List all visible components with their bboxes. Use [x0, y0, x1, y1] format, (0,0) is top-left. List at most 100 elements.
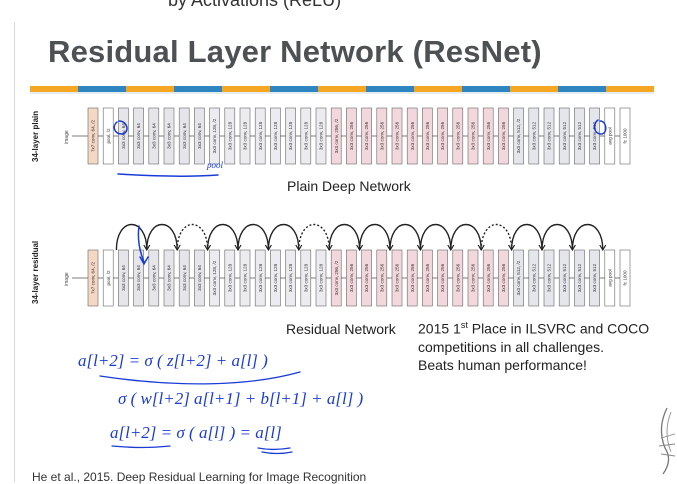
layer-label: 3x3 conv, 512: [562, 263, 567, 292]
skip-connection-arc: [237, 223, 270, 251]
skip-connection-arc: [450, 223, 482, 251]
layer-label: 3x3 conv, 256: [471, 121, 476, 150]
ink-stroke: [593, 119, 607, 135]
ink-stroke: [257, 447, 291, 451]
layer-label: pool, /2: [106, 270, 111, 286]
layer-label: pool, /2: [106, 128, 111, 144]
layer-label: 3x3 conv, 256: [501, 263, 506, 292]
note-line-3: Beats human performance!: [418, 356, 587, 373]
layer-label: 3x3 conv, 256: [379, 263, 384, 292]
layer-label: 3x3 conv, 256: [471, 263, 476, 292]
ilsvrc-note: 2015 1st Place in ILSVRC and COCO compet…: [418, 316, 649, 374]
layer-label: 3x3 conv, 256: [440, 263, 445, 292]
layer-label: 3x3 conv, 128: [303, 263, 308, 292]
layer-label: 3x3 conv, 512: [547, 121, 552, 150]
layer-label: 3x3 conv, 512: [577, 121, 582, 150]
handwritten-equation: a[l+2] = σ ( a[l] ) = a[l]: [110, 423, 282, 442]
note-line-1-suffix: Place in ILSVRC and COCO: [467, 320, 650, 337]
skip-connection-arc: [571, 223, 604, 251]
color-bar-segment: [78, 86, 126, 92]
layer-label: 3x3 conv, 256: [349, 121, 354, 150]
layer-label: 3x3 conv, 256: [425, 263, 430, 292]
layer-label: 3x3 conv, 128: [243, 263, 248, 292]
skip-connection-arc: [146, 223, 178, 251]
layer-label: 3x3 conv, 256: [395, 263, 400, 292]
skip-connection-arc: [328, 223, 361, 251]
plain-network-caption: Plain Deep Network: [287, 178, 411, 194]
skip-connection-arc: [267, 223, 300, 251]
skip-arrowhead: [599, 244, 607, 252]
layer-label: 3x3 conv, 256: [455, 263, 460, 292]
skip-connections: [115, 223, 607, 252]
layer-box: [619, 107, 631, 165]
layer-label: 3x3 conv, 256, /2: [334, 118, 339, 153]
input-image-label: image: [64, 130, 70, 144]
layer-label: 7x7 conv, 64, /2: [91, 120, 96, 153]
color-bar-segment: [558, 86, 606, 92]
layer-label: 3x3 conv, 128: [288, 121, 293, 150]
layer-label: 7x7 conv, 64, /2: [91, 262, 96, 295]
layer-label: 3x3 conv, 128: [288, 263, 293, 292]
layer-label: 3x3 conv, 256: [501, 121, 506, 150]
skip-connection-arc: [298, 223, 330, 251]
color-bar-segment: [366, 86, 414, 92]
note-superscript: st: [460, 320, 468, 330]
layer-label: 3x3 conv, 256: [425, 121, 430, 150]
layer-label: 3x3 conv, 64: [136, 265, 141, 291]
layer-label: 3x3 conv, 512: [592, 121, 597, 150]
layer-label: 3x3 conv, 128: [273, 263, 278, 292]
layer-label: 3x3 conv, 512: [592, 263, 597, 292]
ink-stroke: [261, 451, 293, 455]
ink-stroke: [111, 445, 171, 449]
layer-label: 3x3 conv, 256: [364, 263, 369, 292]
layer-label: 3x3 conv, 256: [364, 121, 369, 150]
layer-label: 3x3 conv, 256, /2: [334, 260, 339, 295]
layer-label: fc 1000: [623, 270, 628, 286]
corner-figure-icon: [658, 407, 676, 475]
layer-label: 3x3 conv, 64: [151, 123, 156, 149]
title-color-bar: [30, 86, 654, 92]
color-bar-segment: [30, 86, 78, 92]
layer-label: 3x3 conv, 256: [410, 263, 415, 292]
layer-label: 3x3 conv, 64: [121, 123, 126, 149]
layer-label: 3x3 conv, 256: [379, 121, 384, 150]
layer-label: 3x3 conv, 256: [349, 263, 354, 292]
note-line-2: competitions in all challenges.: [418, 338, 604, 355]
skip-connection-arc: [419, 223, 452, 251]
layer-label: 3x3 conv, 256: [440, 121, 445, 150]
layer-label: 3x3 conv, 128: [319, 121, 324, 150]
previous-slide-text: by Activations (ReLU): [168, 0, 342, 10]
handwriting-layer: pool a[l+2] = σ ( z[l+2] + a[l] ) σ ( w[l+…: [78, 119, 607, 455]
pool-annotation: pool: [206, 160, 224, 170]
ink-stroke: [99, 371, 301, 385]
layer-label: 3x3 conv, 64: [151, 265, 156, 291]
citation: He et al., 2015. Deep Residual Learning …: [32, 470, 367, 484]
layer-label: 3x3 conv, 512, /2: [516, 118, 521, 153]
residual-side-label: 34-layer residual: [31, 241, 40, 304]
color-bar-segment: [222, 86, 270, 92]
layer-label: avg pool: [607, 269, 612, 286]
layer-label: 3x3 conv, 128: [227, 263, 232, 292]
skip-connection-arc: [541, 223, 574, 251]
ink-stroke: [117, 173, 219, 177]
layer-label: 3x3 conv, 128: [227, 121, 232, 150]
layer-label: 3x3 conv, 128: [303, 121, 308, 150]
layer-label: 3x3 conv, 128: [273, 121, 278, 150]
slide-title: Residual Layer Network (ResNet): [48, 34, 542, 69]
layer-label: 3x3 conv, 256: [395, 121, 400, 150]
residual-network-row: 34-layer residual image 7x7 conv, 64, /2 po…: [31, 241, 631, 307]
handwritten-equation: a[l+2] = σ ( z[l+2] + a[l] ): [78, 351, 268, 370]
input-image-label: image: [64, 272, 70, 286]
layer-label: 3x3 conv, 256: [455, 121, 460, 150]
layer-label: 3x3 conv, 64: [197, 123, 202, 149]
layer-label: 3x3 conv, 256: [486, 263, 491, 292]
handwritten-equation: σ ( w[l+2] a[l+1] + b[l+1] + a[l] ): [118, 389, 364, 408]
title-underline: [30, 92, 654, 94]
layer-label: 3x3 conv, 512: [531, 121, 536, 150]
corner-figure: [647, 398, 677, 478]
color-bar-segment: [414, 86, 462, 92]
layer-label: avg pool: [607, 127, 612, 144]
layer-label: 3x3 conv, 512: [531, 263, 536, 292]
